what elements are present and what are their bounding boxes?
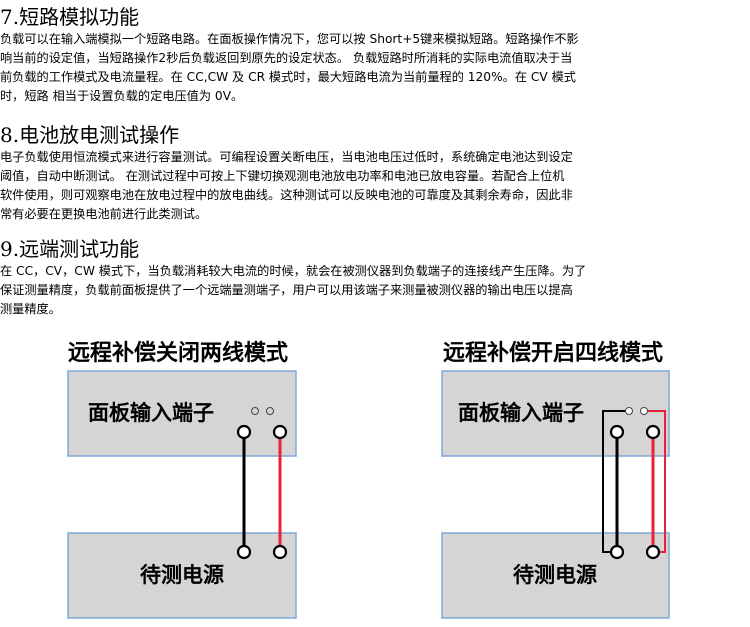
sense-terminal-minus — [625, 407, 633, 415]
device-under-test-box — [67, 532, 297, 619]
input-terminal-minus — [236, 424, 252, 440]
paragraph-line: 在 CC，CV，CW 模式下，当负载消耗较大电流的时候，就会在被测仪器到负载端子… — [0, 264, 587, 278]
sense-terminal-plus — [640, 407, 648, 415]
sense-terminal-plus — [266, 407, 274, 415]
section-8-paragraph: 电子负载使用恒流模式来进行容量测试。可编程设置关断电压，当电池电压过低时，系统确… — [0, 148, 750, 224]
sense-terminal-minus — [251, 407, 259, 415]
paragraph-line: 保证测量精度，负载前面板提供了一个远端量测端子，用户可以用该端子来测量被测仪器的… — [0, 283, 573, 297]
paragraph-line: 阈值，自动中断测试。 在测试过程中可按上下键切换观测电池放电功率和电池已放电容量… — [0, 169, 565, 183]
four-wire-title: 远程补偿开启四线模式 — [443, 340, 663, 366]
paragraph-line: 软件使用，则可观察电池在放电过程中的放电曲线。这种测试可以反映电池的可靠度及其剩… — [0, 188, 573, 202]
source-terminal-minus — [236, 544, 252, 560]
section-9-paragraph: 在 CC，CV，CW 模式下，当负载消耗较大电流的时候，就会在被测仪器到负载端子… — [0, 262, 750, 319]
paragraph-line: 负载可以在输入端模拟一个短路电路。在面板操作情况下，您可以按 Short+5键来… — [0, 32, 579, 46]
source-terminal-plus — [272, 544, 288, 560]
input-terminal-plus — [272, 424, 288, 440]
two-wire-title: 远程补偿关闭两线模式 — [68, 340, 288, 366]
paragraph-line: 响当前的设定值，当短路操作2秒后负载返回到原先的设定状态。 负载短路时所消耗的实… — [0, 51, 573, 65]
device-under-test-box — [441, 532, 670, 619]
source-terminal-plus — [645, 544, 661, 560]
panel-terminal-label: 面板输入端子 — [88, 401, 214, 425]
paragraph-line: 测量精度。 — [0, 302, 61, 316]
section-9-heading: 9.远端测试功能 — [0, 237, 140, 261]
section-7-heading: 7.短路模拟功能 — [0, 5, 140, 29]
paragraph-line: 常有必要在更换电池前进行此类测试。 — [0, 207, 208, 221]
source-terminal-minus — [609, 544, 625, 560]
paragraph-line: 电子负载使用恒流模式来进行容量测试。可编程设置关断电压，当电池电压过低时，系统确… — [0, 150, 573, 164]
panel-terminal-label: 面板输入端子 — [458, 401, 584, 425]
paragraph-line: 时，短路 相当于设置负载的定电压值为 0V。 — [0, 89, 244, 103]
paragraph-line: 前负载的工作模式及电流量程。在 CC,CW 及 CR 模式时，最大短路电流为当前… — [0, 70, 576, 84]
two-wire-diagram: 远程补偿关闭两线模式 面板输入端子 待测电源 — [67, 340, 297, 619]
section-7-paragraph: 负载可以在输入端模拟一个短路电路。在面板操作情况下，您可以按 Short+5键来… — [0, 30, 750, 106]
four-wire-diagram: 远程补偿开启四线模式 面板输入端子 待测电源 — [441, 340, 670, 619]
device-under-test-label: 待测电源 — [140, 563, 224, 587]
device-under-test-label: 待测电源 — [513, 563, 597, 587]
input-terminal-plus — [645, 424, 661, 440]
section-8-heading: 8.电池放电测试操作 — [0, 123, 180, 147]
input-terminal-minus — [609, 424, 625, 440]
